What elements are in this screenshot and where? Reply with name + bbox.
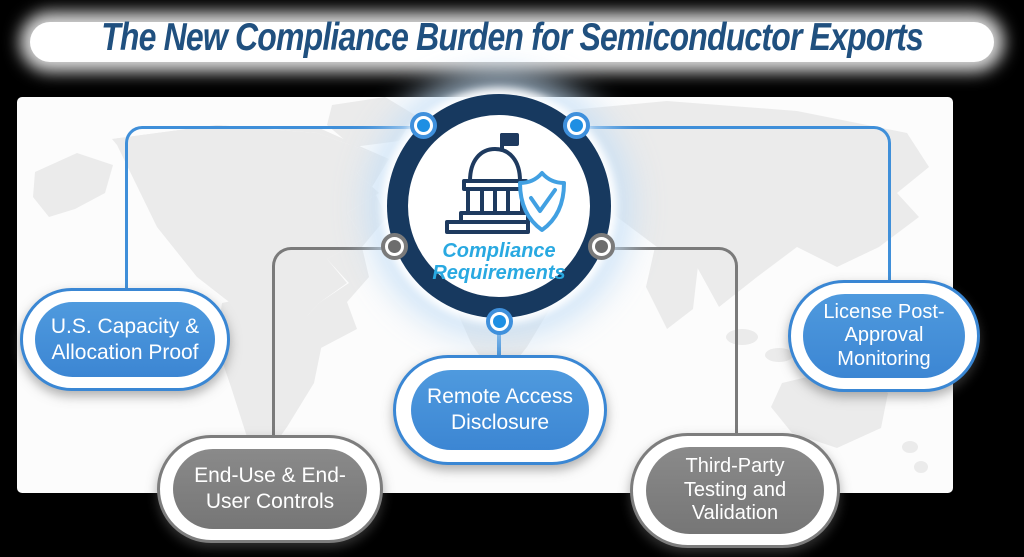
node-top-left-icon	[410, 112, 437, 139]
callout-end-use-end-user-controls: End-Use & End- User Controls	[157, 435, 383, 543]
hub-label: Compliance Requirements	[432, 240, 566, 284]
callout-third-party-testing-validation: Third-Party Testing and Validation	[630, 433, 840, 548]
node-dot	[595, 240, 608, 253]
bottom-connector-stub	[497, 322, 501, 362]
node-dot	[417, 119, 430, 132]
node-dot	[493, 315, 506, 328]
shield-check-icon	[518, 171, 566, 232]
callout-label: U.S. Capacity & Allocation Proof	[35, 302, 215, 377]
title-glow-band	[30, 22, 994, 62]
hub-inner-circle: Compliance Requirements	[408, 115, 590, 297]
node-dot	[388, 240, 401, 253]
page-title-text: The New Compliance Burden for Semiconduc…	[101, 16, 924, 59]
callout-remote-access-disclosure: Remote Access Disclosure	[393, 355, 607, 465]
page-title: The New Compliance Burden for Semiconduc…	[0, 16, 1024, 60]
node-right-icon	[588, 233, 615, 260]
node-dot	[570, 119, 583, 132]
callout-label: Third-Party Testing and Validation	[646, 447, 824, 534]
node-bottom-icon	[486, 308, 513, 335]
node-top-right-icon	[563, 112, 590, 139]
callout-us-capacity-allocation-proof: U.S. Capacity & Allocation Proof	[20, 288, 230, 391]
callout-license-post-approval-monitoring: License Post- Approval Monitoring	[788, 280, 980, 392]
node-left-icon	[381, 233, 408, 260]
capitol-building-icon	[445, 133, 566, 234]
callout-label: License Post- Approval Monitoring	[803, 294, 965, 378]
callout-label: Remote Access Disclosure	[411, 370, 589, 450]
callout-label: End-Use & End- User Controls	[173, 449, 367, 529]
